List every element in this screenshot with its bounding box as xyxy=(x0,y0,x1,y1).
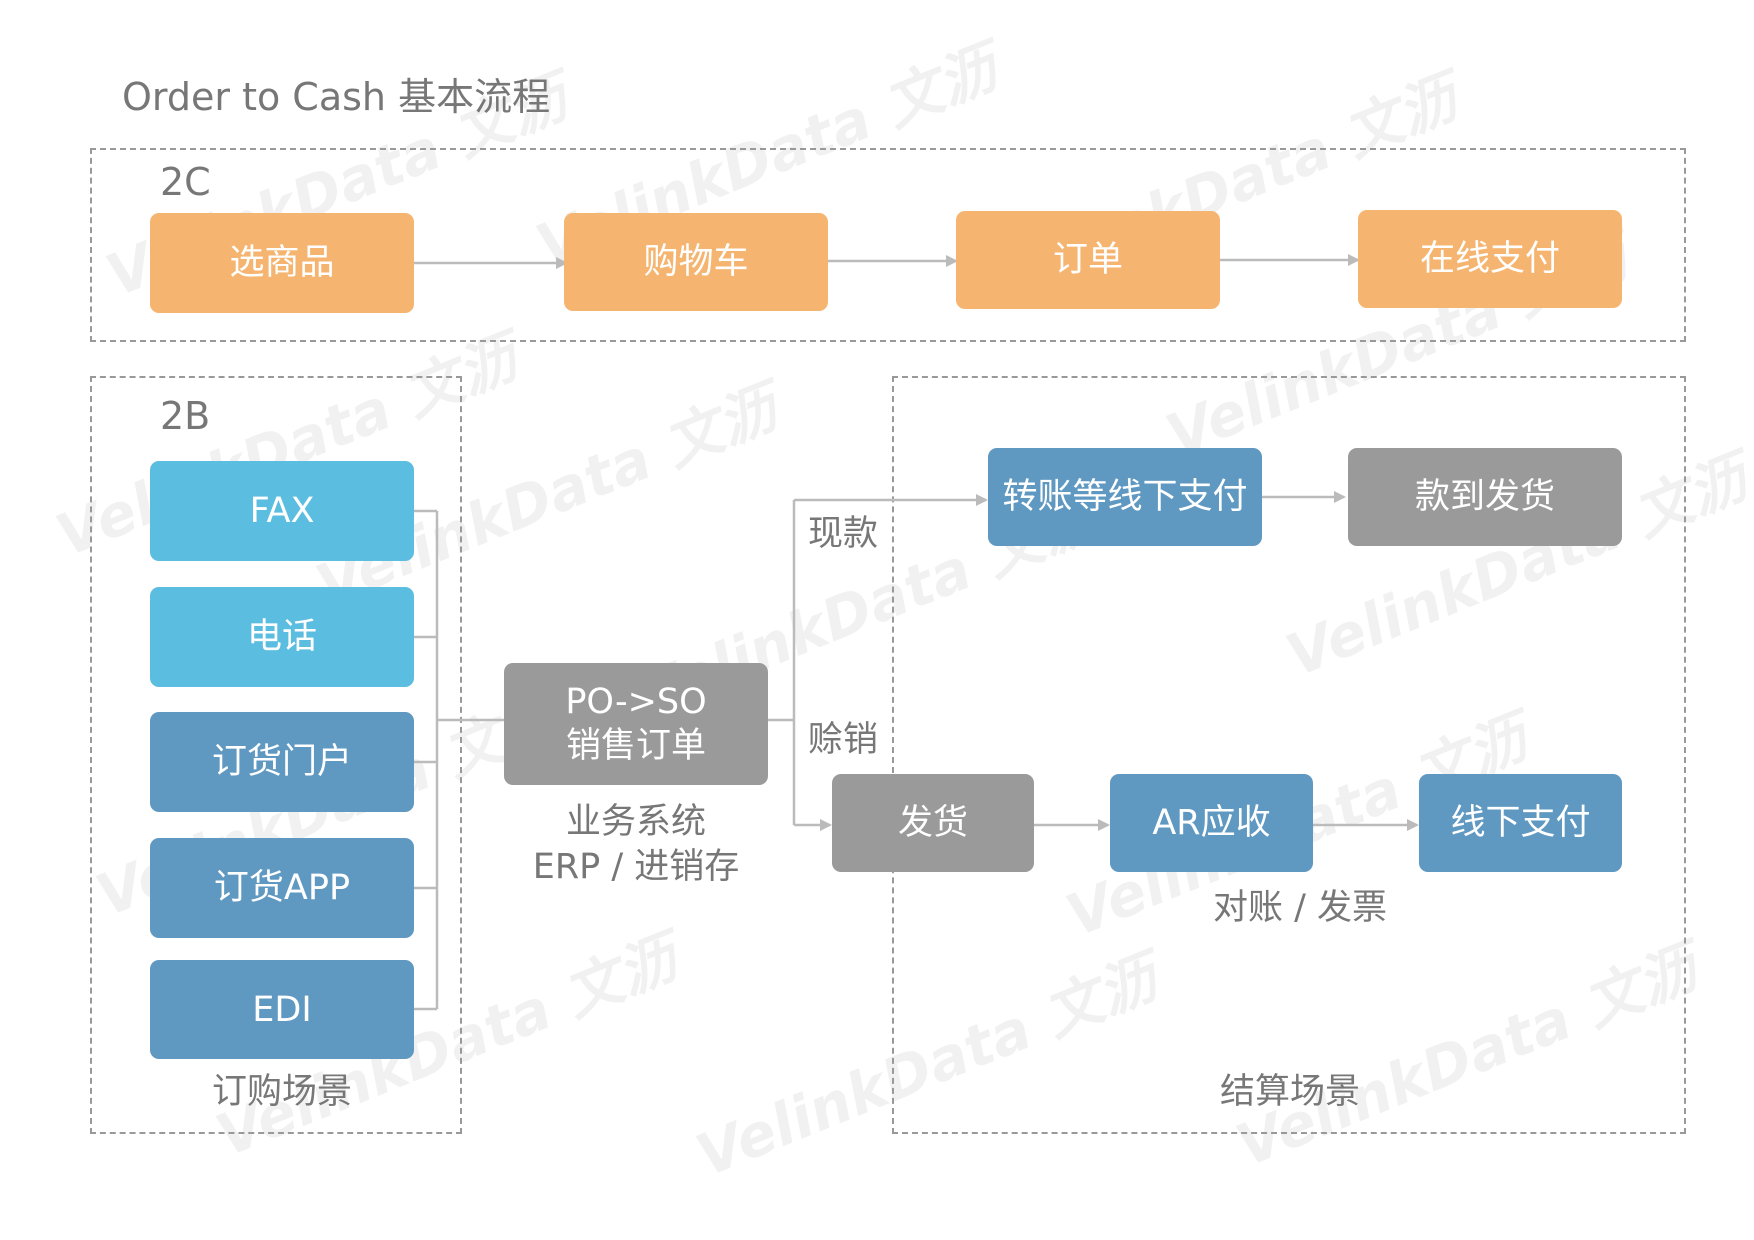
credit-caption: 对账 / 发票 xyxy=(1212,888,1388,928)
channel-phone: 电话 xyxy=(150,587,414,687)
hub-po-so: PO->SO 销售订单 xyxy=(504,663,768,785)
hub-line-1: PO->SO xyxy=(565,682,707,722)
step-offline-transfer: 转账等线下支付 xyxy=(988,448,1262,546)
page-title: Order to Cash 基本流程 xyxy=(122,75,551,119)
section-2b-label: 2B xyxy=(160,394,211,438)
section-2b-frame xyxy=(90,376,462,1134)
section-settlement-frame xyxy=(892,376,1686,1134)
channel-order-app: 订货APP xyxy=(150,838,414,938)
hub-caption-line-2: ERP / 进销存 xyxy=(532,847,740,887)
section-2b-caption: 订购场景 xyxy=(211,1072,352,1112)
step-select-goods: 选商品 xyxy=(150,213,414,313)
step-online-payment: 在线支付 xyxy=(1358,210,1622,308)
step-cart: 购物车 xyxy=(564,213,828,311)
step-ar: AR应收 xyxy=(1110,774,1313,872)
hub-line-2: 销售订单 xyxy=(565,726,706,766)
step-order: 订单 xyxy=(956,211,1220,309)
channel-order-portal: 订货门户 xyxy=(150,712,414,812)
hub-caption-line-1: 业务系统 xyxy=(565,802,706,842)
step-offline-payment: 线下支付 xyxy=(1419,774,1622,872)
channel-edi: EDI xyxy=(150,960,414,1059)
hub-caption: 业务系统 ERP / 进销存 xyxy=(500,800,772,890)
section-2c-label: 2C xyxy=(160,160,211,204)
step-ship: 发货 xyxy=(832,774,1034,872)
section-settlement-caption: 结算场景 xyxy=(1219,1072,1360,1112)
step-ship-after-payment: 款到发货 xyxy=(1348,448,1622,546)
section-2c-frame xyxy=(90,148,1686,342)
channel-fax: FAX xyxy=(150,461,414,561)
branch-cash-label: 现款 xyxy=(808,514,879,554)
branch-credit-label: 赊销 xyxy=(808,720,879,760)
